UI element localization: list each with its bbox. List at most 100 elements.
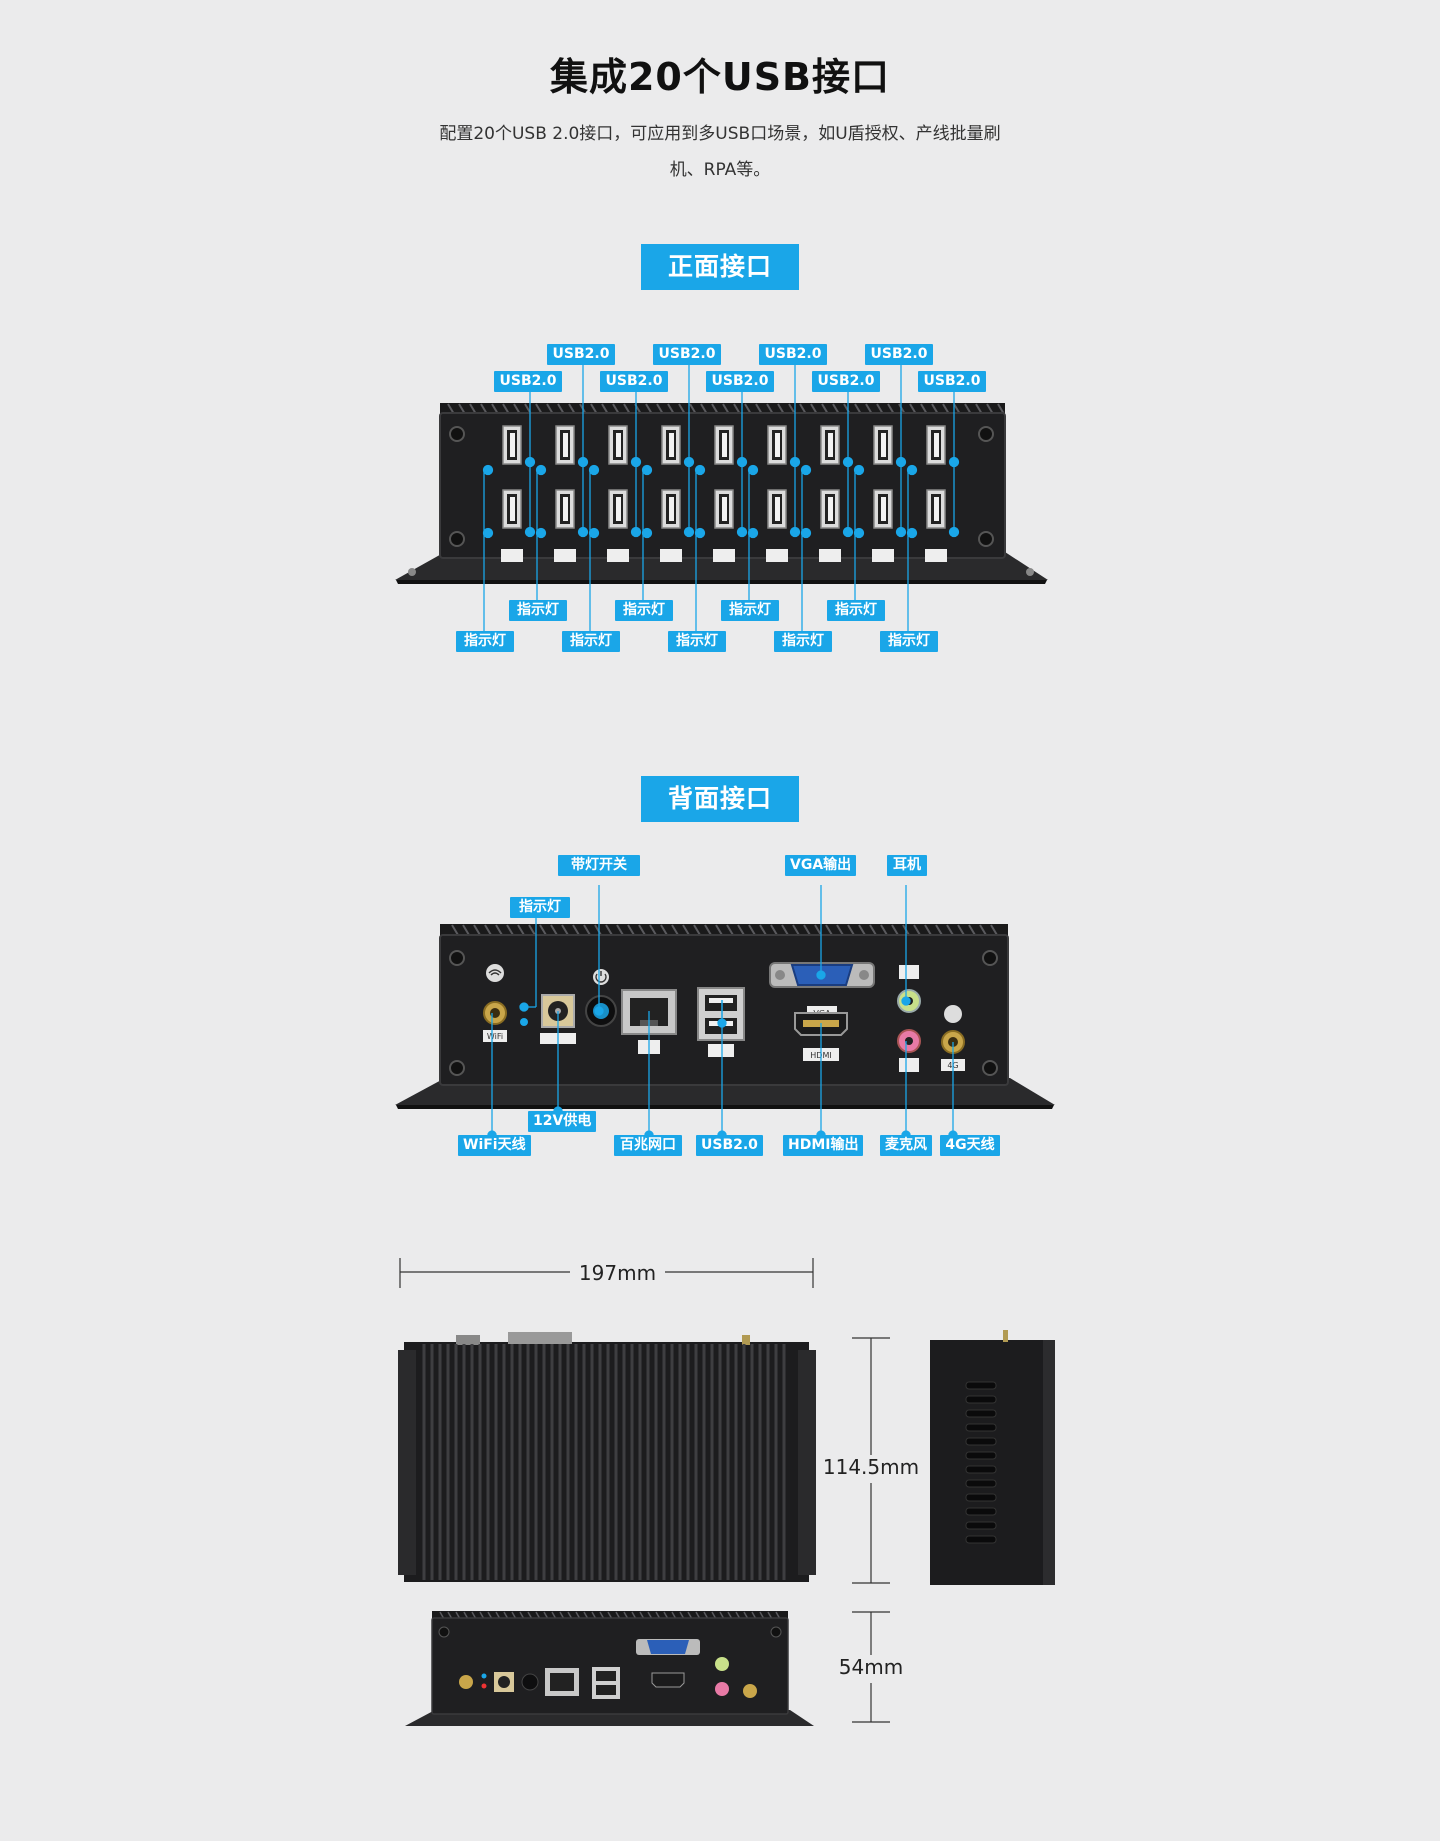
usb-port-label: USB2.0: [759, 344, 827, 365]
page-description: 配置20个USB 2.0接口，可应用到多USB口场景，如U盾授权、产线批量刷 机…: [420, 116, 1020, 188]
usb-port: [714, 489, 734, 529]
indicator-label: 指示灯: [562, 631, 620, 652]
screw: [449, 426, 465, 442]
page-title: 集成20个USB接口: [549, 55, 891, 99]
connector-dot: [594, 1006, 604, 1016]
small-back-view: [405, 1611, 814, 1726]
headphone-label: 耳机: [887, 855, 927, 876]
description-line-1: 配置20个USB 2.0接口，可应用到多USB口场景，如U盾授权、产线批量刷: [439, 124, 1001, 144]
indicator-dot: [641, 527, 653, 539]
usb-port: [767, 425, 787, 465]
indicator-label: 指示灯: [880, 631, 938, 652]
usb-port: [555, 489, 575, 529]
usb-port: [555, 425, 575, 465]
usb-port: [502, 425, 522, 465]
usb-symbol-icon: [607, 549, 629, 562]
connector-dot: [519, 1002, 529, 1012]
indicator-label: 指示灯: [721, 600, 779, 621]
usb-port: [502, 489, 522, 529]
usb-port: [820, 489, 840, 529]
usb-port: [608, 489, 628, 529]
indicator-dot: [853, 527, 865, 539]
indicator-label: 指示灯: [774, 631, 832, 652]
indicator-dot: [906, 527, 918, 539]
indicator-dot: [535, 527, 547, 539]
mount-hole: [1026, 568, 1034, 576]
screw: [982, 950, 998, 966]
power-switch-label: 带灯开关: [558, 855, 640, 876]
back-usb-stack: [697, 987, 745, 1057]
usb-port-label: USB2.0: [706, 371, 774, 392]
screw: [978, 531, 994, 547]
indicator-label: 指示灯: [510, 897, 570, 918]
indicator-dot: [800, 527, 812, 539]
usb-symbol-icon: [925, 549, 947, 562]
screw: [978, 426, 994, 442]
side-view: [930, 1330, 1055, 1585]
back-section-title: 背面接口: [641, 776, 799, 822]
usb-port: [873, 425, 893, 465]
top-view: [398, 1332, 816, 1582]
vga-out-label: VGA输出: [785, 855, 857, 876]
front-section-title: 正面接口: [641, 244, 799, 290]
usb-symbol-icon: [766, 549, 788, 562]
indicator-label: 指示灯: [456, 631, 514, 652]
depth-dimension-label: 114.5mm: [820, 1455, 922, 1483]
indicator-label: 指示灯: [509, 600, 567, 621]
back-leader-lines: [487, 885, 958, 1140]
wifi-antenna-label: WiFi天线: [458, 1135, 531, 1156]
description-line-2: 机、RPA等。: [669, 160, 771, 180]
screw: [982, 1060, 998, 1076]
antenna-4g-connector: 4G: [941, 1005, 965, 1071]
screw: [449, 1060, 465, 1076]
indicator-dot: [482, 527, 494, 539]
usb-port-label: USB2.0: [865, 344, 933, 365]
indicator-label: 指示灯: [827, 600, 885, 621]
dimension-diagram: [398, 1258, 1055, 1726]
wifi-text: WiFi: [487, 1032, 503, 1041]
indicator-dot: [694, 527, 706, 539]
usb-port-grid: [501, 425, 947, 562]
mount-hole: [408, 568, 416, 576]
antenna-4g-label: 4G天线: [940, 1135, 1000, 1156]
usb-port-label: USB2.0: [812, 371, 880, 392]
usb-symbol-icon: [872, 549, 894, 562]
hdmi-out-label: HDMI输出: [783, 1135, 864, 1156]
indicator-dot: [588, 527, 600, 539]
front-chassis: [440, 413, 1005, 558]
screw: [449, 531, 465, 547]
ethernet-label: 百兆网口: [614, 1135, 682, 1156]
power-icon: [595, 971, 607, 983]
height-dimension-label: 54mm: [830, 1655, 912, 1683]
usb-port-label: USB2.0: [547, 344, 615, 365]
back-panel-diagram: WiFi: [395, 885, 1055, 1140]
usb-port: [714, 425, 734, 465]
connector-dot: [816, 970, 826, 980]
front-panel-diagram: [395, 365, 1048, 631]
indicator-label: 指示灯: [668, 631, 726, 652]
usb-symbol-icon: [554, 549, 576, 562]
wifi-icon: [486, 964, 504, 982]
back-heatsink-top: [440, 924, 1008, 936]
usb-port-label: USB2.0: [918, 371, 986, 392]
microphone-label: 麦克风: [880, 1135, 932, 1156]
usb-port: [767, 489, 787, 529]
usb-port: [873, 489, 893, 529]
wifi-antenna-connector: WiFi: [483, 1001, 507, 1042]
usb-label: USB2.0: [696, 1135, 763, 1156]
indicator-label: 指示灯: [615, 600, 673, 621]
usb-port-label: USB2.0: [653, 344, 721, 365]
indicator-led-2: [520, 1018, 528, 1026]
connector-dot: [901, 996, 911, 1006]
usb-symbol-icon: [501, 549, 523, 562]
usb-port: [820, 425, 840, 465]
usb-port: [926, 489, 946, 529]
usb-port: [926, 425, 946, 465]
usb-port: [661, 489, 681, 529]
usb-port-label: USB2.0: [494, 371, 562, 392]
width-dimension-label: 197mm: [570, 1261, 665, 1287]
usb-port: [608, 425, 628, 465]
screw: [449, 950, 465, 966]
front-flange-edge: [396, 580, 1047, 584]
microphone-jack: [897, 1029, 921, 1072]
